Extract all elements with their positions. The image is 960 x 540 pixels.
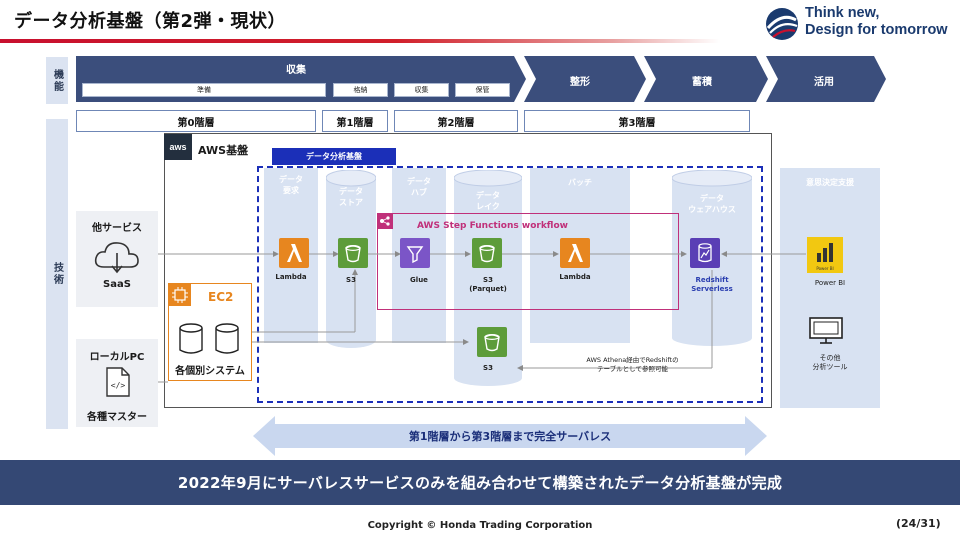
lambda2-label: Lambda bbox=[559, 273, 591, 281]
column-decision-label: 意思決定支援 bbox=[806, 178, 854, 187]
layer-1: 第1階層 bbox=[322, 110, 388, 132]
subphase-store: 格納 bbox=[333, 83, 388, 97]
redshift-icon bbox=[690, 238, 720, 268]
title-underline bbox=[0, 39, 720, 43]
glue-label: Glue bbox=[410, 276, 428, 284]
phase-store: 蓄積 bbox=[692, 77, 712, 88]
column-lake-label: データ レイク bbox=[476, 191, 500, 211]
phase-collect: 収集 bbox=[286, 65, 306, 76]
ec2-label: EC2 bbox=[208, 290, 234, 304]
row-header-tech: 技術 bbox=[46, 119, 68, 429]
athena-note: AWS Athena経由でRedshiftの テーブルとして参照可能 bbox=[586, 356, 679, 373]
row-header-function: 機能 bbox=[46, 57, 68, 104]
cloud-download-icon bbox=[94, 242, 139, 274]
s3-lake-label: S3 (Parquet) bbox=[469, 276, 507, 293]
analysis-platform-boundary bbox=[257, 166, 763, 403]
masters-label: 各種マスター bbox=[87, 412, 147, 423]
ec2-icon bbox=[169, 284, 191, 306]
column-request-label: データ 要求 bbox=[279, 175, 303, 195]
redshift-label: Redshift Serverless bbox=[691, 276, 733, 293]
phase-shape: 整形 bbox=[570, 77, 590, 88]
saas-label: SaaS bbox=[103, 279, 131, 290]
step-functions-label: AWS Step Functions workflow bbox=[417, 221, 568, 231]
column-hub-label: データ ハブ bbox=[407, 177, 431, 197]
s3-lake-icon bbox=[472, 238, 502, 268]
aws-title: AWS基盤 bbox=[198, 144, 249, 157]
column-warehouse-label: データ ウェアハウス bbox=[688, 194, 736, 214]
code-file-icon: </> bbox=[106, 367, 130, 397]
local-pc-label: ローカルPC bbox=[89, 352, 145, 363]
monitor-icon bbox=[809, 317, 843, 344]
phase-use: 活用 bbox=[814, 77, 834, 88]
copyright: Copyright © Honda Trading Corporation bbox=[367, 520, 593, 531]
slogan-line1: Think new, bbox=[805, 5, 880, 21]
s3-store-label: S3 bbox=[346, 276, 356, 284]
aws-logo-icon: aws bbox=[164, 134, 192, 160]
company-logo-icon bbox=[766, 8, 798, 40]
subphase-collect: 収集 bbox=[394, 83, 449, 97]
page-number: (24/31) bbox=[896, 517, 941, 530]
layer-0: 第0階層 bbox=[76, 110, 316, 132]
layer-3: 第3階層 bbox=[524, 110, 750, 132]
powerbi-bars-icon bbox=[817, 243, 833, 262]
layer-2: 第2階層 bbox=[394, 110, 518, 132]
column-store-label: データ ストア bbox=[339, 187, 363, 207]
column-batch-label: バッチ bbox=[568, 178, 592, 187]
powerbi-icon-text: Power BI bbox=[816, 266, 834, 271]
glue-icon bbox=[400, 238, 430, 268]
lambda1-label: Lambda bbox=[275, 273, 307, 281]
serverless-banner-arrow bbox=[253, 416, 767, 456]
slogan-line2: Design for tomorrow bbox=[805, 22, 948, 38]
column-decision bbox=[780, 168, 880, 408]
lambda2-icon bbox=[560, 238, 590, 268]
serverless-banner-text: 第1階層から第3階層まで完全サーバレス bbox=[408, 430, 612, 443]
other-service-label: 他サービス bbox=[92, 223, 142, 234]
powerbi-label: Power BI bbox=[814, 279, 846, 287]
s3-bottom-icon bbox=[477, 327, 507, 357]
company-slogan: Think new, Design for tomorrow bbox=[805, 5, 948, 39]
other-tools-label: その他 分析ツール bbox=[812, 354, 848, 371]
s3-store-icon bbox=[338, 238, 368, 268]
subphase-keep: 保管 bbox=[455, 83, 510, 97]
svg-text:</>: </> bbox=[111, 381, 126, 390]
step-functions-icon bbox=[377, 213, 393, 229]
powerbi-icon: Power BI bbox=[807, 237, 843, 273]
analysis-platform-label: データ分析基盤 bbox=[272, 148, 396, 165]
page-title: データ分析基盤（第2弾・現状） bbox=[14, 11, 287, 32]
subphase-prepare: 準備 bbox=[82, 83, 326, 97]
source-panel-saas: 他サービス SaaS bbox=[76, 211, 158, 307]
step-functions-box bbox=[377, 213, 679, 310]
database-icon bbox=[179, 323, 239, 354]
summary-banner: 2022年9月にサーバレスサービスのみを組み合わせて構築されたデータ分析基盤が完… bbox=[0, 460, 960, 505]
s3-bottom-label: S3 bbox=[483, 364, 493, 372]
systems-label: 各個別システム bbox=[175, 366, 245, 377]
lambda-icon bbox=[279, 238, 309, 268]
source-panel-local: ローカルPC </> 各種マスター bbox=[76, 339, 158, 427]
